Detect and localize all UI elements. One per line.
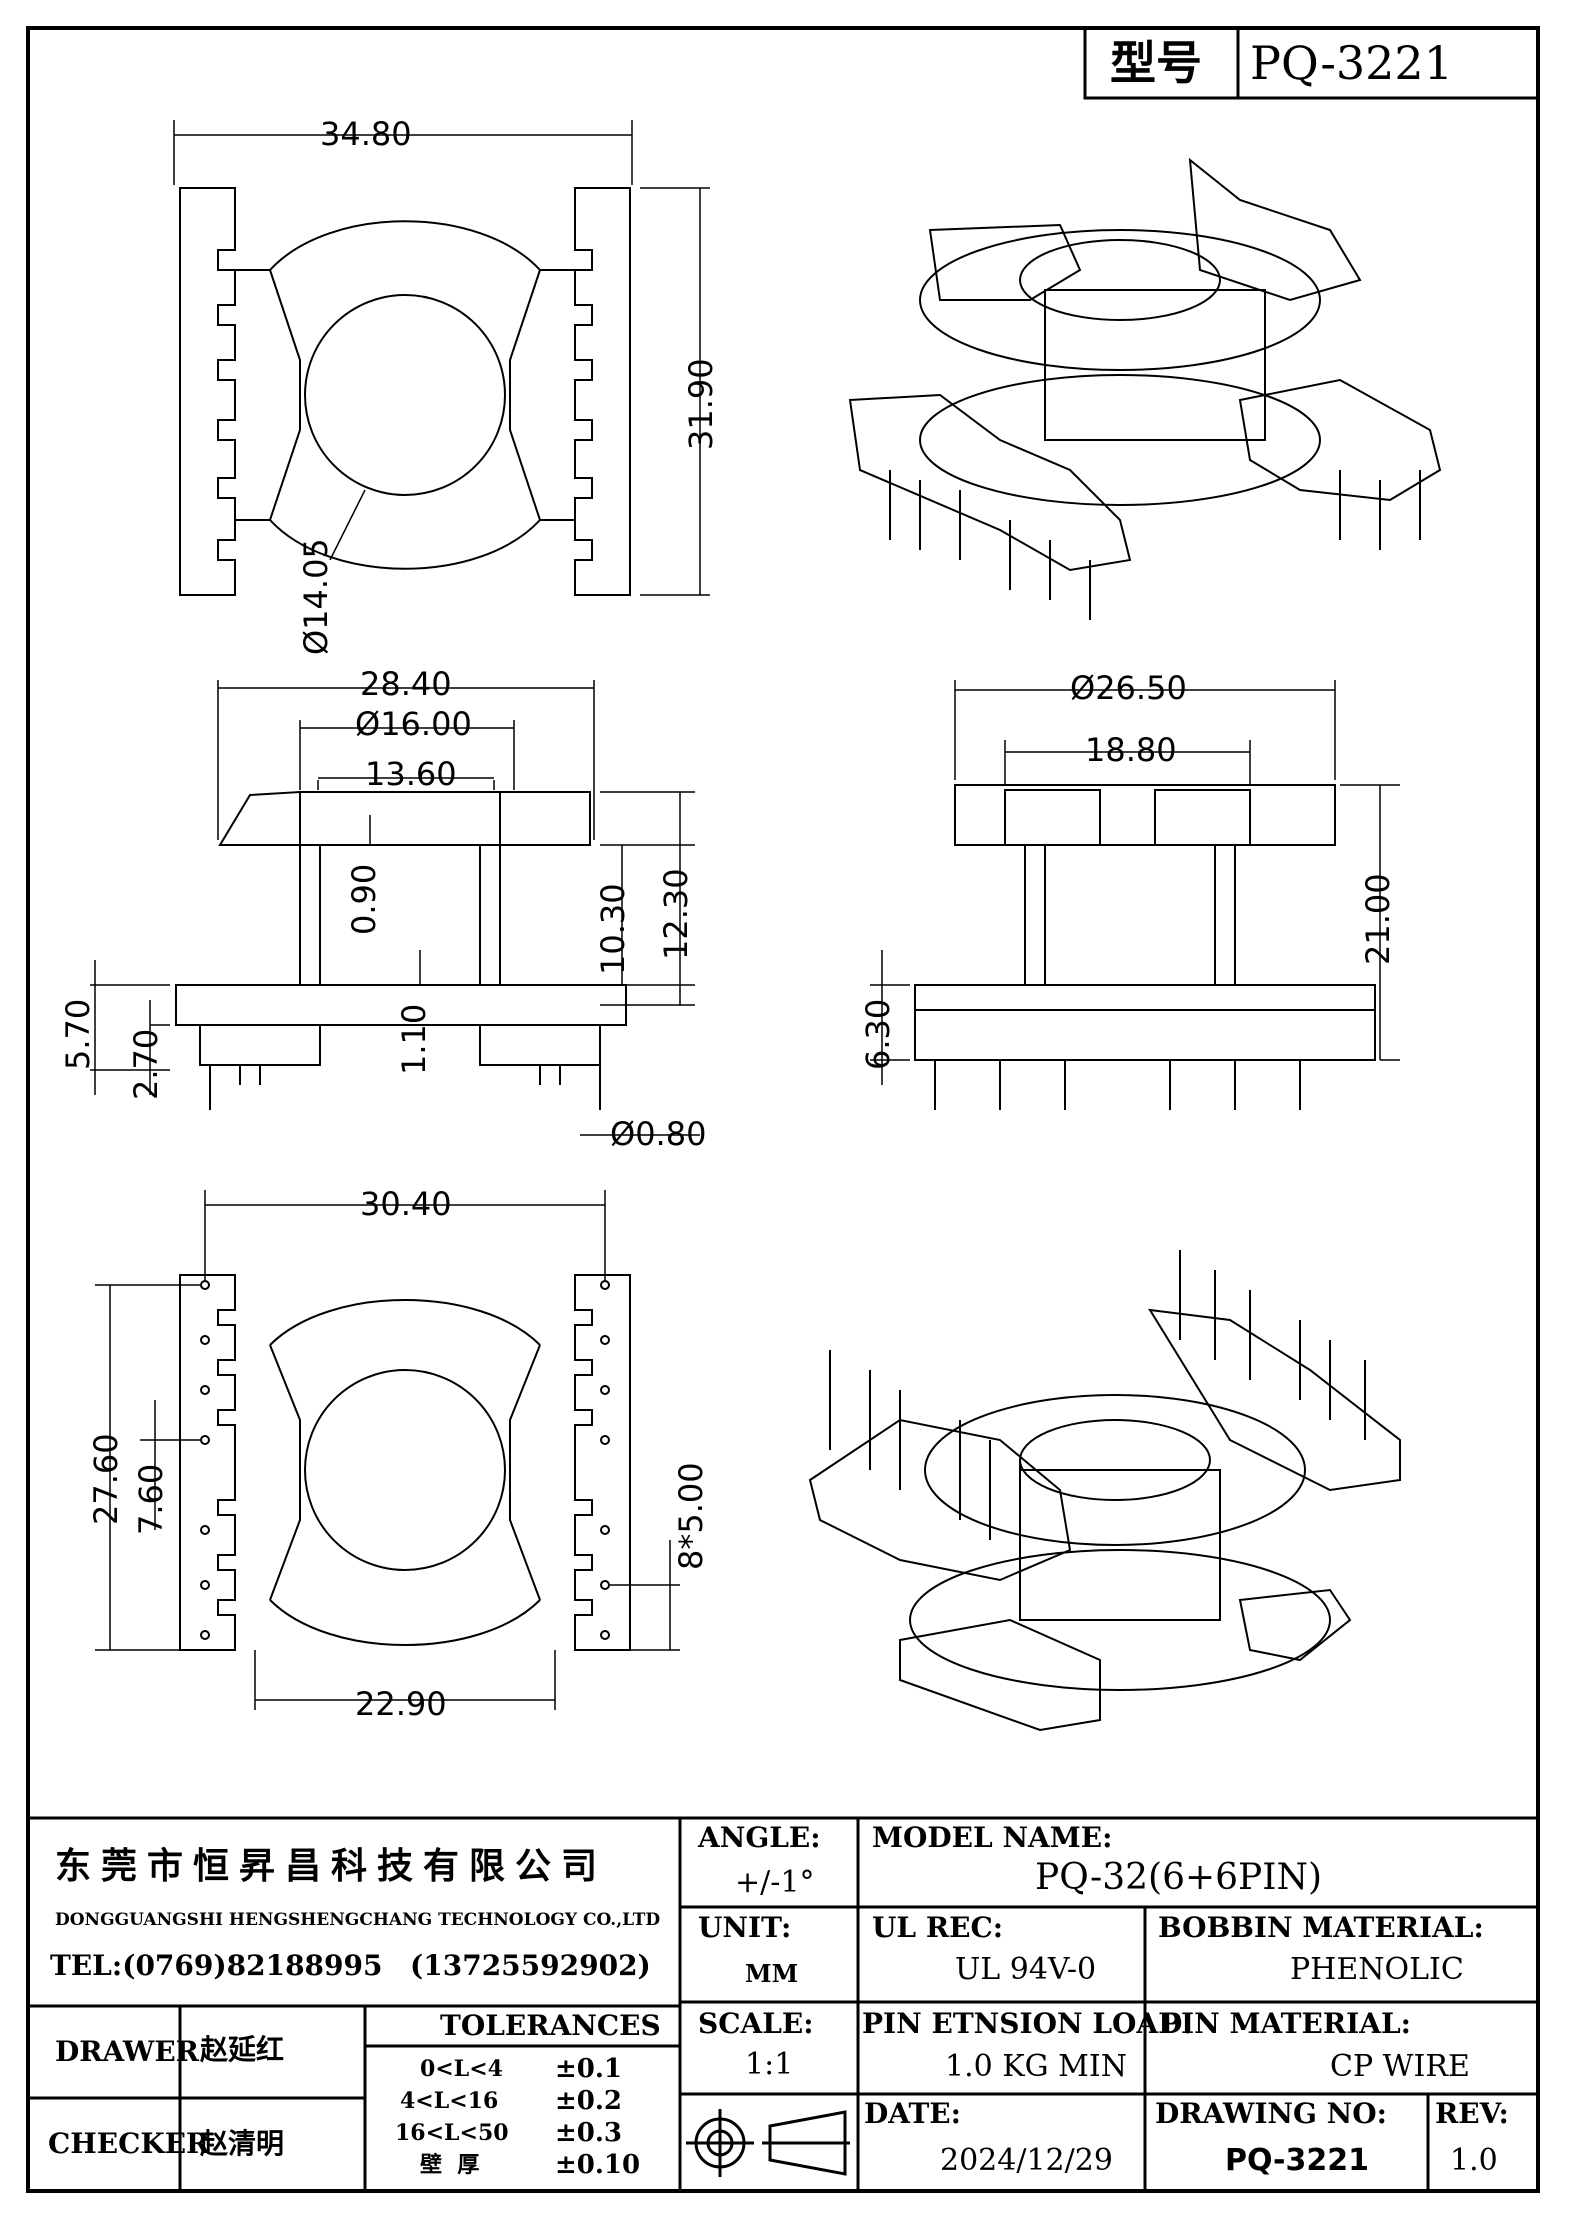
- scale-value: 1:1: [745, 2047, 794, 2082]
- dim-bottom-inner: 22.90: [355, 1685, 447, 1723]
- date-value: 2024/12/29: [940, 2143, 1113, 2178]
- tol-range-2: 4<L<16: [400, 2088, 499, 2114]
- dim-bottom-pitch: 7.60: [132, 1463, 170, 1535]
- dim-top-width: 34.80: [320, 115, 412, 153]
- side-view-dims: [870, 680, 1400, 1085]
- tol-value-2: ±0.2: [555, 2086, 623, 2116]
- top-view: [179, 187, 631, 596]
- drawer-label: DRAWER: [55, 2035, 199, 2068]
- company-cn: 东莞市恒昇昌科技有限公司: [55, 1845, 608, 1887]
- dim-side-inner: 18.80: [1085, 731, 1177, 769]
- dim-front-h2: 10.30: [594, 883, 632, 975]
- top-view-dims: [173, 120, 710, 596]
- tolerances-label: TOLERANCES: [440, 2009, 661, 2042]
- pin-load-label: PIN ETNSION LOAD:: [862, 2007, 1193, 2040]
- iso-view-top: [848, 157, 1442, 620]
- dim-front-pin: Ø0.80: [610, 1115, 707, 1153]
- scale-label: SCALE:: [698, 2007, 814, 2040]
- company-mobile: (13725592902): [410, 1949, 651, 1982]
- model-value: PQ-3221: [1250, 36, 1453, 90]
- dim-front-width: 28.40: [360, 665, 452, 703]
- dim-top-height: 31.90: [682, 358, 720, 450]
- checker-label: CHECKER: [48, 2127, 210, 2160]
- tol-value-1: ±0.1: [555, 2054, 623, 2084]
- dim-front-h6: 2.70: [127, 1028, 165, 1100]
- projection-symbol-icon: [686, 2109, 850, 2177]
- ul-value: UL 94V-0: [955, 1952, 1097, 1987]
- model-label: 型号: [1110, 36, 1202, 90]
- pin-mat-value: CP WIRE: [1330, 2049, 1470, 2084]
- dim-side-dia: Ø26.50: [1070, 669, 1187, 707]
- company-tel: TEL:(0769)82188995: [50, 1949, 383, 1982]
- checker-name: 赵清明: [200, 2127, 285, 2160]
- dim-front-h1: 0.90: [345, 863, 383, 935]
- tol-value-3: ±0.3: [555, 2118, 623, 2148]
- model-name-label: MODEL NAME:: [872, 1821, 1113, 1854]
- dim-bottom-width: 30.40: [360, 1185, 452, 1223]
- dim-top-hole: Ø14.05: [297, 538, 335, 655]
- dim-front-h5: 5.70: [59, 998, 97, 1070]
- dim-front-inner: 13.60: [365, 755, 457, 793]
- angle-value: +/-1°: [735, 1865, 815, 1900]
- rev-label: REV:: [1435, 2097, 1509, 2130]
- bottom-view-dims: [95, 1190, 680, 1710]
- tol-range-1: 0<L<4: [420, 2056, 503, 2082]
- front-view: [175, 790, 627, 1110]
- unit-value: MM: [745, 1959, 799, 1988]
- side-view: [914, 784, 1376, 1110]
- unit-label: UNIT:: [698, 1911, 792, 1944]
- front-view-dims: [90, 680, 700, 1136]
- dim-front-h4: 1.10: [395, 1003, 433, 1075]
- tol-range-4: 壁 厚: [420, 2152, 480, 2178]
- iso-view-bottom: [808, 1250, 1401, 1732]
- dim-front-h3: 12.30: [657, 868, 695, 960]
- drawer-name: 赵延红: [200, 2033, 285, 2066]
- pin-mat-label: PIN MATERIAL:: [1160, 2007, 1411, 2040]
- ul-label: UL REC:: [872, 1911, 1004, 1944]
- drawing-border: [26, 26, 1540, 2193]
- dim-bottom-pins: 8*5.00: [672, 1462, 710, 1570]
- dim-side-height: 21.00: [1359, 873, 1397, 965]
- model-header-box: [1083, 26, 1540, 100]
- pin-load-value: 1.0 KG MIN: [945, 2049, 1127, 2084]
- angle-label: ANGLE:: [698, 1821, 821, 1854]
- dim-front-dia: Ø16.00: [355, 705, 472, 743]
- drawing-no-label: DRAWING NO:: [1155, 2097, 1387, 2130]
- model-name-value: PQ-32(6+6PIN): [1035, 1857, 1323, 1898]
- bottom-view: [179, 1274, 631, 1651]
- dim-bottom-height: 27.60: [87, 1433, 125, 1525]
- drawing-no-value: PQ-3221: [1225, 2143, 1369, 2178]
- dim-side-low: 6.30: [859, 998, 897, 1070]
- date-label: DATE:: [864, 2097, 961, 2130]
- tol-value-4: ±0.10: [555, 2150, 641, 2180]
- rev-value: 1.0: [1450, 2143, 1498, 2178]
- title-block-grid: [28, 1816, 1538, 2191]
- company-en: DONGGUANGSHI HENGSHENGCHANG TECHNOLOGY C…: [55, 1910, 661, 1930]
- tol-range-3: 16<L<50: [395, 2120, 509, 2146]
- bobbin-value: PHENOLIC: [1290, 1952, 1464, 1987]
- bobbin-label: BOBBIN MATERIAL:: [1158, 1911, 1484, 1944]
